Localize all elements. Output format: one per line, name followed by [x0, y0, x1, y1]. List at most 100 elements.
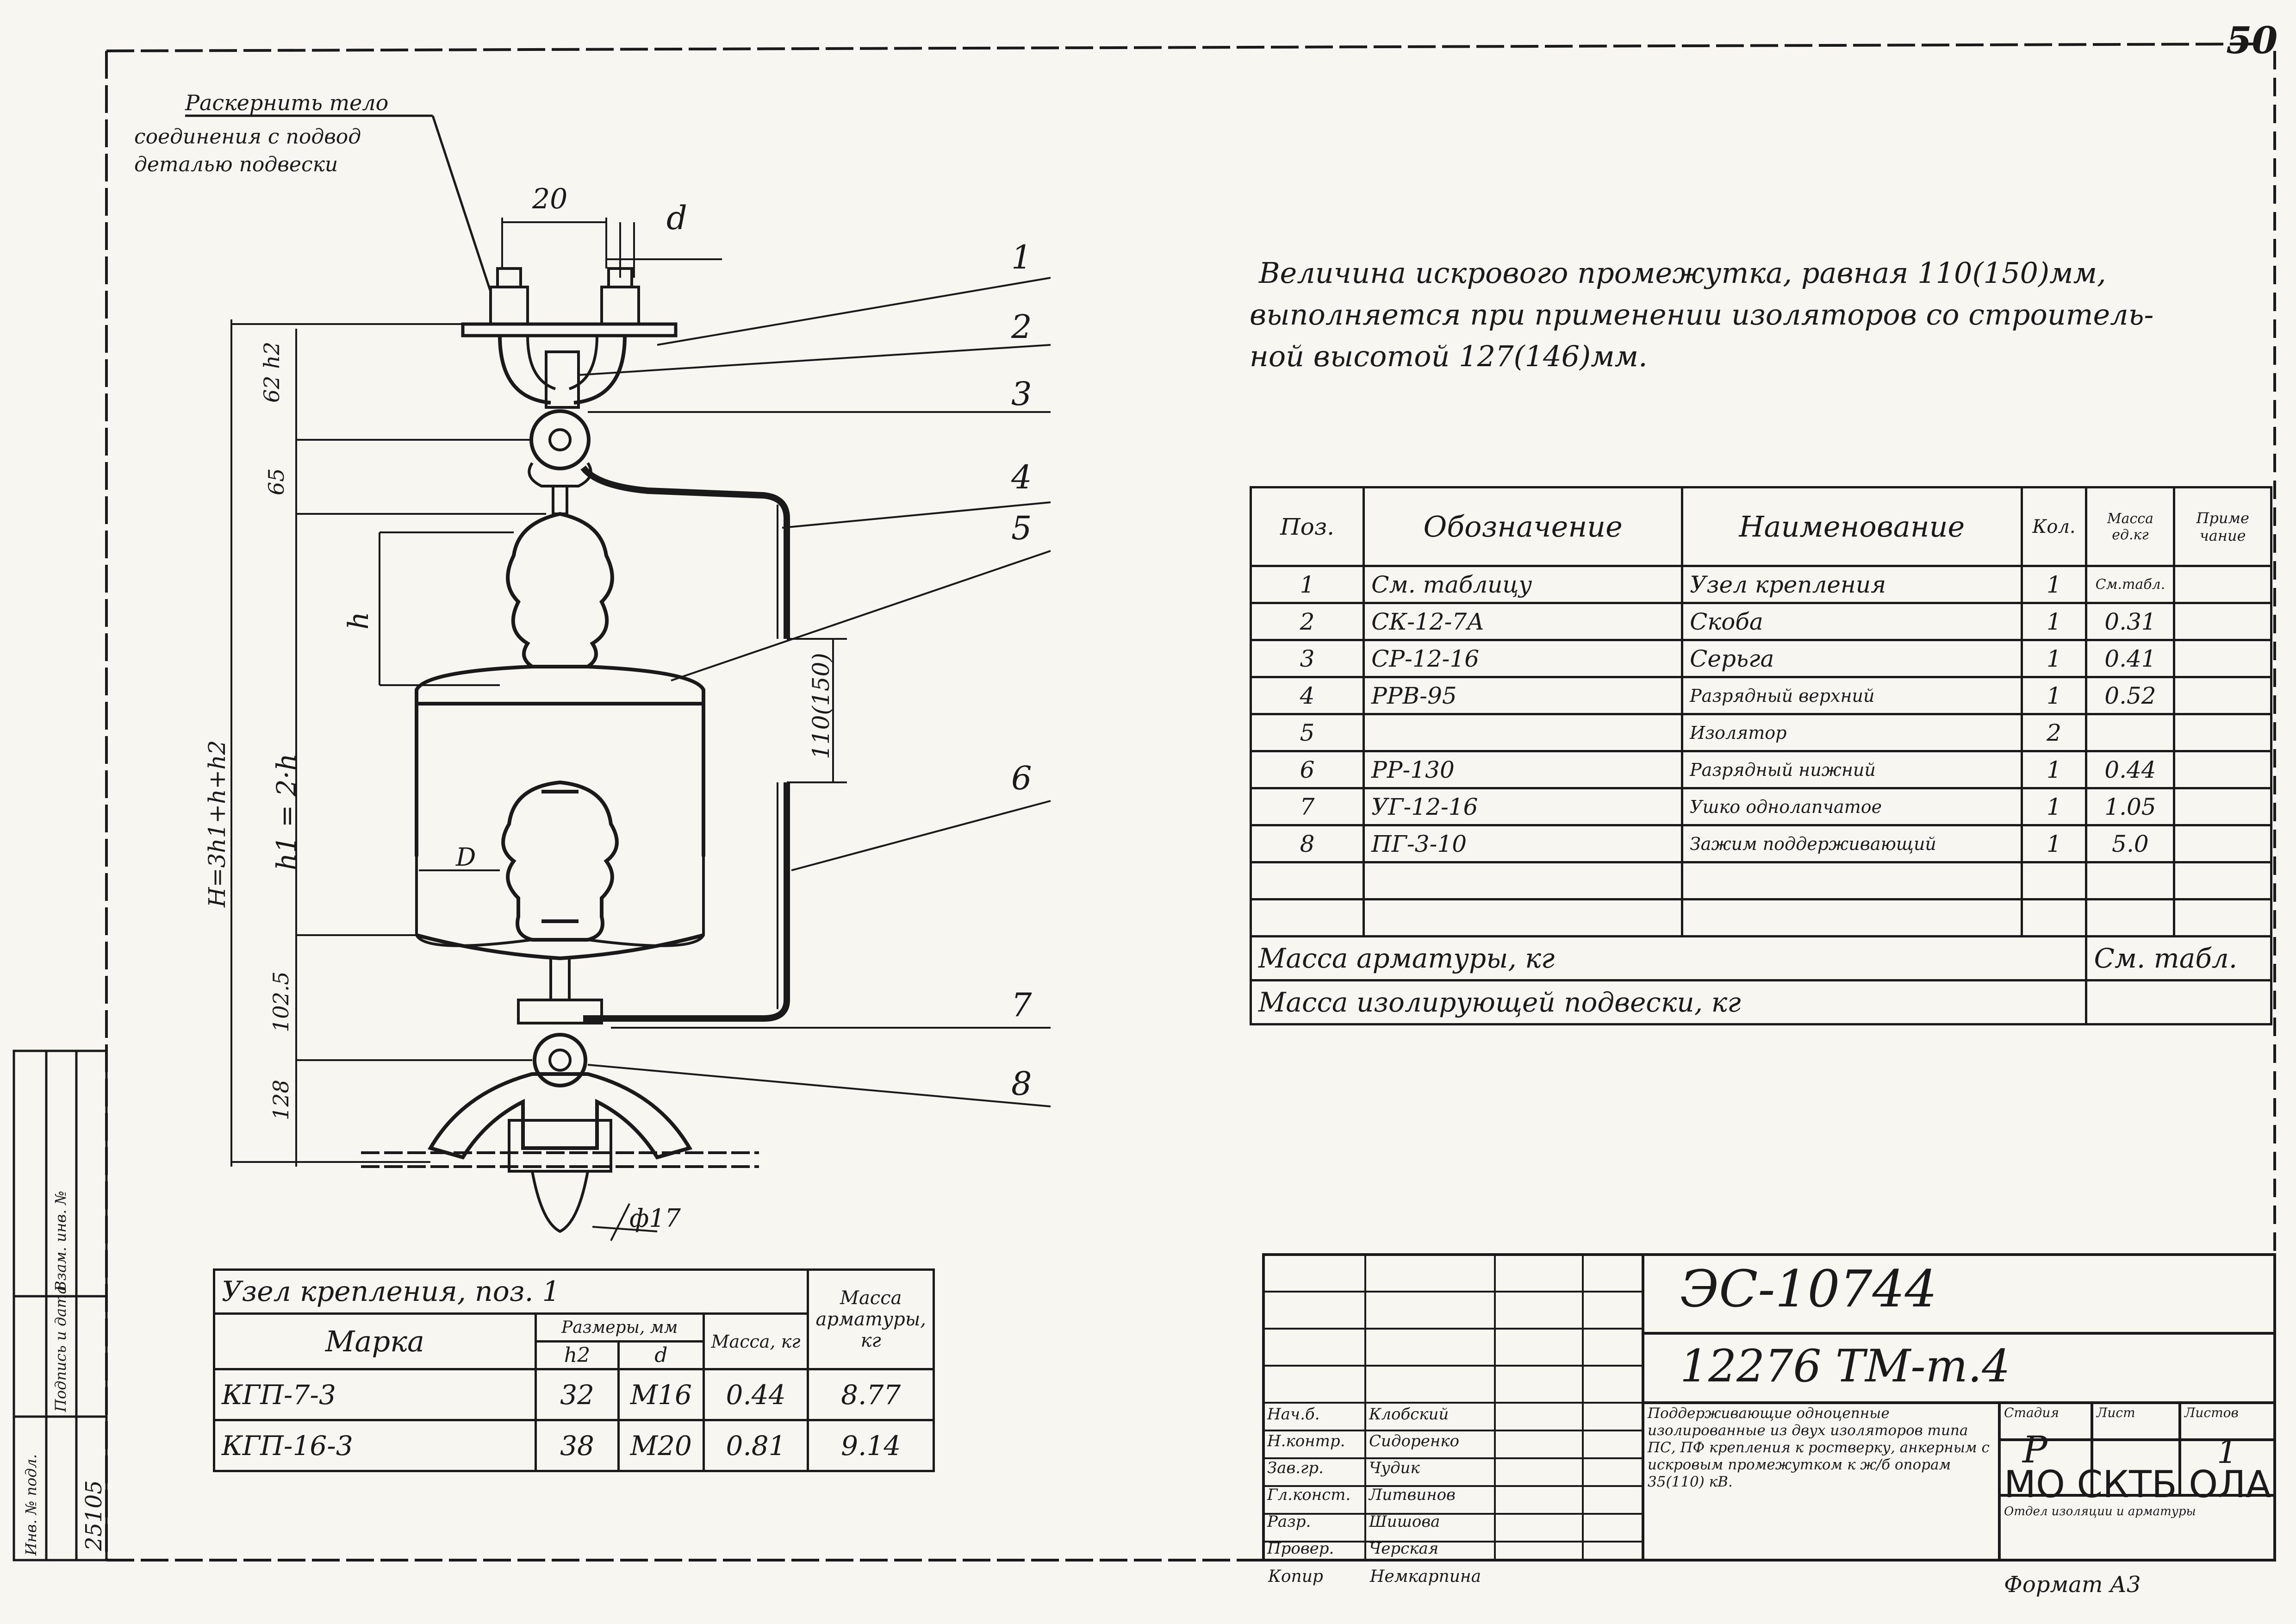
cell-pos: 2 [1249, 602, 1365, 641]
mount-h2-header: h2 [534, 1340, 620, 1370]
cell-name: Разрядный верхний [1681, 676, 2023, 715]
cell-name: Зажим поддерживающий [1681, 824, 2023, 863]
cell-qty: 1 [2020, 565, 2088, 604]
dim-label-D: D [456, 843, 476, 872]
staff-name: Клобский [1369, 1405, 1449, 1424]
cell-note [2173, 861, 2272, 900]
mass-suspension-value [2085, 979, 2272, 1025]
horn-upper [580, 465, 790, 639]
cell-note [2173, 602, 2272, 641]
cell-mass: 0.44 [2085, 750, 2176, 789]
leader-8 [587, 1064, 1051, 1107]
header-mass: Масса ед.кг [2085, 486, 2176, 567]
staff-role: Разр. [1267, 1512, 1311, 1531]
cell-mass: 1.05 [2085, 787, 2176, 826]
ring-bottom [528, 462, 592, 487]
bolt-left [489, 267, 529, 325]
cell-designation: ПГ-3-10 [1363, 824, 1684, 863]
cell-designation: УГ-12-16 [1363, 787, 1684, 826]
leader-1 [657, 277, 1051, 346]
header-designation: Обозначение [1363, 486, 1684, 567]
insulator-upper-disc [415, 665, 705, 706]
ring-pin [548, 428, 572, 451]
cell-armature-mass: 8.77 [807, 1368, 935, 1421]
dim-label-102-5: 102.5 [268, 971, 293, 1032]
format-label: Формат А3 [2004, 1572, 2141, 1598]
cell-name: Скоба [1681, 602, 2023, 641]
position-3: 3 [1011, 375, 1032, 413]
clamp [427, 1072, 693, 1160]
staff-name: Черская [1369, 1539, 1439, 1558]
dim-gap [787, 638, 847, 783]
spec-table: Поз. Обозначение Наименование Кол. Масса… [1249, 486, 2272, 1025]
cell-designation: РР-130 [1363, 750, 1684, 789]
doc-code: ЭС-10744 [1680, 1259, 1937, 1318]
leader-4 [782, 501, 1051, 529]
stage-label: Стадия [2004, 1405, 2059, 1420]
mount-sizes-header: Размеры, мм [534, 1312, 705, 1343]
insulator-upper-side [415, 704, 705, 856]
side-sign-label: Подпись и дата [52, 1285, 69, 1412]
cell-name: Изолятор [1681, 713, 2023, 752]
copier-name: Немкарпина [1370, 1567, 1481, 1586]
insulator-upper-cap [506, 512, 614, 668]
side-vzam-label: Взам. инв. № [52, 1191, 69, 1292]
callout-leader [185, 114, 492, 292]
side-inv-label: Инв. № подл. [22, 1454, 40, 1555]
staff-name: Чудик [1369, 1459, 1420, 1477]
horn-lower [583, 782, 790, 1022]
cell-designation [1363, 898, 1684, 937]
org-sub: Отдел изоляции и арматуры [2004, 1505, 2196, 1518]
spec-row [1249, 861, 2272, 900]
staff-role: Гл.конст. [1267, 1486, 1351, 1504]
dim-d [606, 222, 722, 278]
frame-top [106, 43, 2254, 52]
cell-pos: 5 [1249, 713, 1365, 752]
staff-name: Сидоренко [1369, 1432, 1459, 1450]
wire [361, 1151, 759, 1168]
position-6: 6 [1011, 759, 1032, 797]
pin-bottom [549, 958, 571, 1001]
cell-note [2173, 787, 2272, 826]
position-2: 2 [1011, 308, 1032, 346]
cell-designation [1363, 713, 1684, 752]
cell-note [2173, 750, 2272, 789]
dim-label-h2: 62 h2 [259, 341, 284, 403]
mount-plate [461, 322, 678, 337]
cell-note [2173, 565, 2272, 604]
mass-armature-row: Масса арматуры, кг См. табл. [1249, 935, 2272, 981]
staff-role: Зав.гр. [1267, 1459, 1324, 1477]
sheets-label: Листов [2184, 1405, 2239, 1420]
cell-mass [2085, 861, 2176, 900]
dim-label-dia: ф17 [629, 1204, 681, 1233]
staff-role: Н.контр. [1267, 1432, 1345, 1450]
note-line-1: Величина искрового промежутка, равная 11… [1259, 256, 2106, 290]
title-block-grid [1263, 1255, 1643, 1560]
leader-5 [671, 550, 1051, 681]
callout-line-2: соединения с подвод [134, 125, 361, 149]
clamp-body [508, 1119, 612, 1173]
cell-mass: 0.31 [2085, 602, 2176, 641]
stage-value: Р [2022, 1428, 2047, 1471]
position-7: 7 [1011, 986, 1032, 1024]
ring [529, 409, 591, 470]
mass-suspension-label: Масса изолирующей подвески, кг [1249, 979, 2088, 1025]
note-line-3: ной высотой 127(146)мм. [1250, 339, 1648, 373]
header-qty: Кол. [2020, 486, 2088, 567]
cell-qty: 1 [2020, 787, 2088, 826]
cell-note [2173, 639, 2272, 678]
cell-qty: 1 [2020, 602, 2088, 641]
cell-armature-mass: 9.14 [807, 1419, 935, 1472]
mount-mass-header: Масса арматуры, кг [807, 1268, 935, 1370]
cell-designation [1363, 861, 1684, 900]
mass-suspension-row: Масса изолирующей подвески, кг [1249, 979, 2272, 1025]
mount-unit-mass-header: Масса, кг [702, 1312, 809, 1370]
dim-label-gap: 110(150) [808, 653, 834, 759]
cell-pos: 1 [1249, 565, 1365, 604]
